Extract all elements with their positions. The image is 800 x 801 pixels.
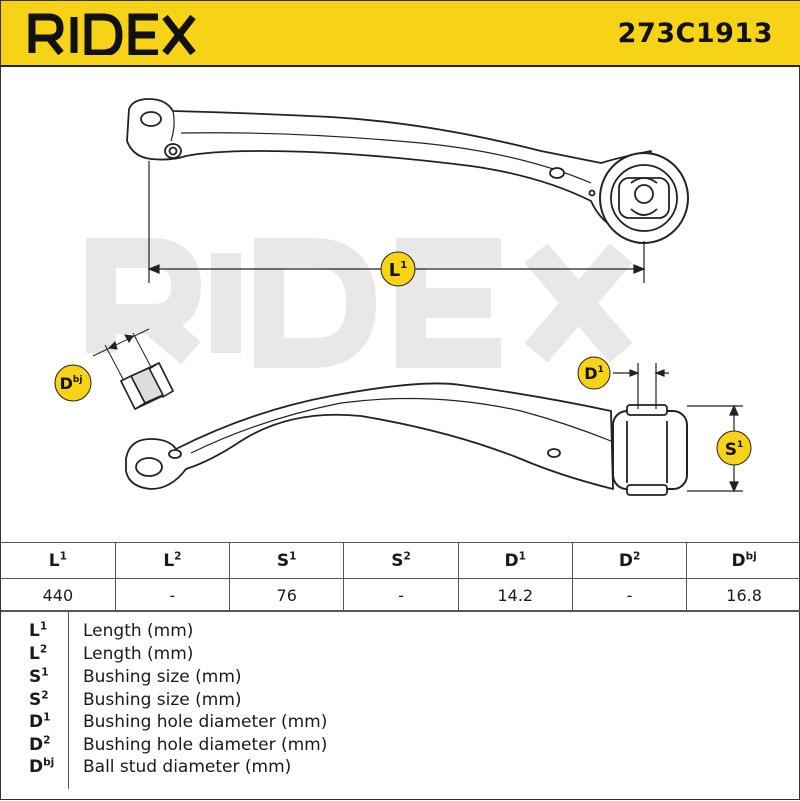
badge-s1: S1 (716, 430, 752, 466)
ball-stud-bushing-icon (120, 362, 174, 410)
legend-symbol: D1 (29, 711, 51, 732)
part-number: 273C1913 (617, 18, 773, 49)
legend-item: Dbj Ball stud diameter (mm) (1, 757, 800, 780)
spec-value-d2: - (571, 578, 688, 612)
spec-table: L1 L2 S1 S2 D1 D2 Dbj 440 - 76 - 14.2 - … (1, 542, 800, 612)
legend: L1 Length (mm) L2 Length (mm) S1 Bushing… (1, 610, 800, 801)
spec-value-row: 440 - 76 - 14.2 - 16.8 (1, 578, 800, 612)
spec-header-l1: L1 (1, 542, 116, 579)
badge-dbj: Dbj (54, 364, 92, 402)
legend-symbol: S2 (29, 689, 49, 710)
legend-item: S2 Bushing size (mm) (1, 690, 800, 713)
spec-value-s2: - (343, 578, 459, 612)
svg-text:L1: L1 (389, 260, 407, 281)
technical-drawing: L1 (1, 67, 800, 541)
spec-header-s2: S2 (343, 542, 459, 579)
legend-divider (68, 611, 69, 789)
legend-description: Length (mm) (83, 621, 194, 641)
ridex-logo-icon (28, 13, 196, 57)
svg-text:S1: S1 (725, 440, 744, 460)
spec-value-l2: - (114, 578, 231, 612)
legend-description: Bushing hole diameter (mm) (83, 712, 328, 732)
svg-text:D1: D1 (584, 364, 604, 383)
spec-header-s1: S1 (229, 542, 345, 579)
legend-item: L2 Length (mm) (1, 644, 800, 667)
legend-item: S1 Bushing size (mm) (1, 667, 800, 690)
legend-symbol: S1 (29, 666, 49, 687)
badge-l1: L1 (380, 251, 416, 287)
dimension-d1 (613, 363, 669, 409)
badge-d1: D1 (577, 356, 611, 390)
spec-value-d1: 14.2 (457, 578, 573, 612)
spec-header-row: L1 L2 S1 S2 D1 D2 Dbj (1, 542, 800, 579)
dimension-dbj (92, 328, 152, 380)
spec-value-l1: 440 (1, 578, 116, 612)
legend-symbol: D2 (29, 734, 51, 755)
svg-text:Dbj: Dbj (60, 374, 83, 393)
brand-logo (27, 13, 197, 59)
legend-item: L1 Length (mm) (1, 621, 800, 644)
legend-description: Bushing size (mm) (83, 690, 242, 710)
legend-description: Ball stud diameter (mm) (83, 757, 292, 777)
legend-symbol: Dbj (29, 756, 55, 777)
watermark-logo-icon (86, 238, 633, 368)
control-arm-side-view-icon (125, 382, 688, 496)
control-arm-top-view-icon (126, 98, 689, 244)
legend-description: Length (mm) (83, 644, 194, 664)
legend-item: D2 Bushing hole diameter (mm) (1, 735, 800, 758)
spec-header-dbj: Dbj (686, 542, 800, 579)
spec-header-l2: L2 (114, 542, 231, 579)
legend-description: Bushing size (mm) (83, 667, 242, 687)
legend-symbol: L2 (29, 643, 48, 664)
spec-value-dbj: 16.8 (686, 578, 800, 612)
legend-description: Bushing hole diameter (mm) (83, 735, 328, 755)
header-bar: 273C1913 (1, 1, 800, 67)
spec-header-d1: D1 (457, 542, 573, 579)
drawing-canvas: L1 (54, 98, 752, 496)
legend-item: D1 Bushing hole diameter (mm) (1, 712, 800, 735)
spec-header-d2: D2 (571, 542, 688, 579)
legend-symbol: L1 (29, 620, 48, 641)
spec-value-s1: 76 (229, 578, 345, 612)
